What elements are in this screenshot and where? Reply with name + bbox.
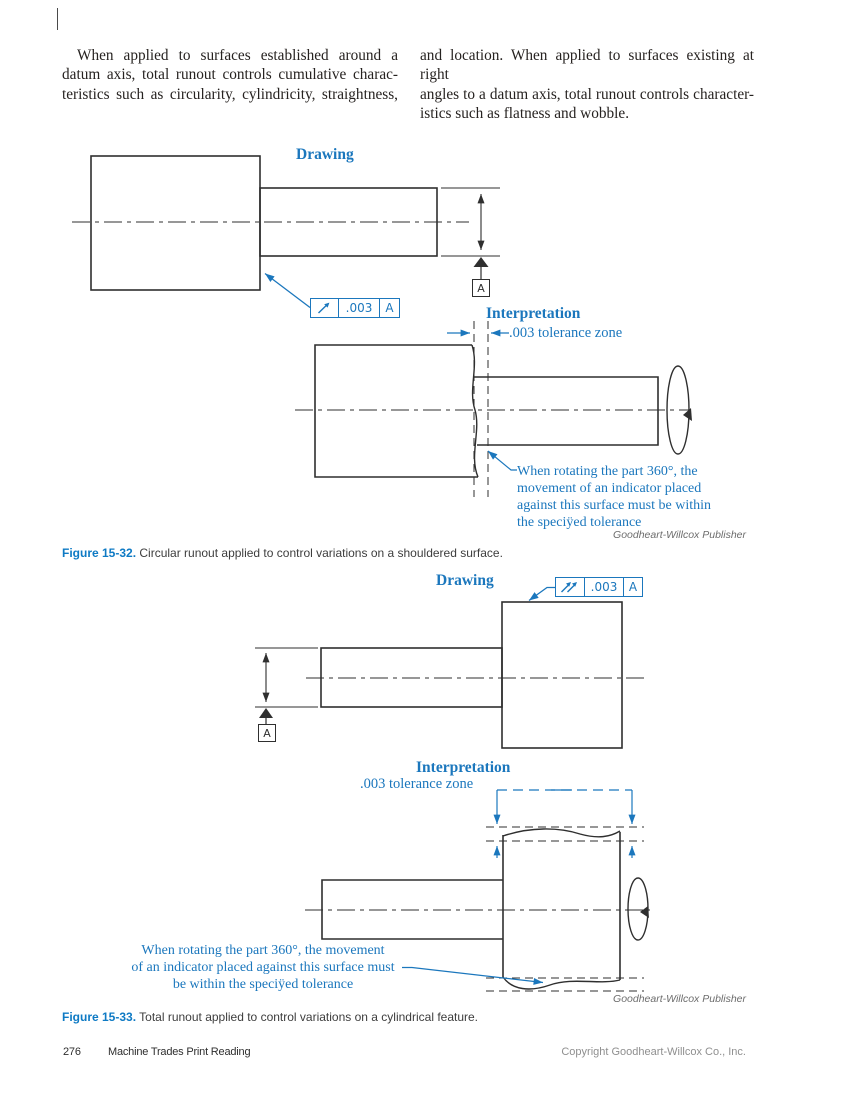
fig33-cylinder-block	[501, 601, 623, 749]
body-line: istics such as flatness and wobble.	[420, 104, 630, 122]
fig32-interpretation-leaders	[447, 329, 517, 471]
fig33i-rotation-arrow	[640, 906, 649, 918]
note-line: against this surface must be within	[517, 498, 712, 513]
body-line: angles to a datum axis, total runout con…	[420, 85, 754, 103]
fig33-drawing-leaders	[528, 586, 555, 602]
fig32-tolerance-zone-label: .003 tolerance zone	[509, 325, 623, 341]
fig33-drawing-art	[255, 601, 647, 749]
fcf-datum-reference: A	[379, 299, 399, 317]
copyright-notice: Copyright Goodheart-Willcox Co., Inc.	[561, 1046, 746, 1058]
datum-letter: A	[263, 726, 271, 740]
fig32-shoulder-block	[90, 155, 261, 291]
caption-text: Total runout applied to control variatio…	[136, 1010, 479, 1024]
caption-number: Figure 15-32.	[62, 546, 137, 560]
fig32i-shaft	[474, 376, 659, 446]
fcf-tolerance-value: .003	[338, 299, 379, 317]
fig33-interpretation-art	[305, 826, 650, 992]
fig32-interpretation-label: Interpretation	[486, 305, 581, 322]
fig32i-rotation-arrow	[683, 408, 692, 421]
fig33-interpretation-leaders	[402, 789, 636, 985]
body-paragraph-left: When applied to surfaces established aro…	[62, 46, 398, 104]
page-number: 276	[63, 1046, 81, 1058]
note-line: movement of an indicator placed	[517, 481, 702, 496]
note-line: be within the speciÿed tolerance	[172, 977, 354, 992]
fig33i-wavy-bottom-surface	[502, 976, 621, 990]
body-line: When applied to surfaces established aro…	[77, 47, 398, 64]
fig32-drawing-art	[72, 155, 500, 291]
fcf-tolerance-value: .003	[584, 578, 623, 596]
fig32-datum-box: A	[472, 279, 490, 297]
body-line: teristics such as circularity, cylindric…	[62, 85, 398, 103]
caption-number: Figure 15-33.	[62, 1010, 137, 1024]
fig32i-note-leader	[487, 450, 517, 471]
fig32-caption: Figure 15-32. Circular runout applied to…	[62, 546, 742, 560]
body-line: datum axis, total runout controls cumula…	[62, 66, 398, 84]
fig33-drawing-label: Drawing	[436, 572, 494, 589]
fig32-feature-control-frame: .003 A	[310, 298, 400, 318]
fig33-interpretation-label: Interpretation	[416, 759, 511, 776]
fig33i-wavy-top-surface	[502, 828, 621, 838]
fig33-tolerance-zone-label: .003 tolerance zone	[360, 776, 474, 792]
fig33-datum-triangle	[259, 708, 273, 718]
fig32-interpretation-art	[295, 321, 692, 497]
body-paragraph-right: and location. When applied to surfaces e…	[420, 46, 754, 123]
fcf-datum-reference: A	[623, 578, 642, 596]
fig32-publisher-credit: Goodheart-Willcox Publisher	[613, 529, 746, 541]
fig32-fcf-leader	[264, 272, 311, 309]
note-line: When rotating the part 360°, the	[517, 464, 698, 479]
fig33-publisher-credit: Goodheart-Willcox Publisher	[613, 993, 746, 1005]
fig32-datum-triangle	[473, 257, 489, 267]
fig33-note: When rotating the part 360°, the movemen…	[116, 942, 410, 993]
fig32-drawing-label: Drawing	[296, 146, 354, 163]
fig33-caption: Figure 15-33. Total runout applied to co…	[62, 1010, 742, 1024]
fig32-note: When rotating the part 360°, the movemen…	[517, 463, 769, 531]
datum-letter: A	[477, 281, 485, 295]
caption-text: Circular runout applied to control varia…	[136, 546, 503, 560]
note-line: the speciÿed tolerance	[517, 515, 642, 530]
fig32-drawing-leaders	[264, 272, 311, 309]
fig33-fcf-leader	[528, 586, 555, 602]
book-title: Machine Trades Print Reading	[108, 1046, 251, 1058]
circular-runout-icon	[311, 299, 338, 317]
note-line: of an indicator placed against this surf…	[131, 960, 395, 975]
fig32i-shoulder-block	[314, 344, 478, 478]
fig33-datum-box: A	[258, 724, 276, 742]
fig32-shaft	[259, 187, 438, 257]
total-runout-icon	[556, 578, 584, 596]
fig33-feature-control-frame: .003 A	[555, 577, 643, 597]
note-line: When rotating the part 360°, the movemen…	[141, 943, 385, 958]
fig33i-note-leader	[402, 966, 544, 985]
fig32i-wavy-shoulder-face	[471, 344, 479, 478]
body-line: and location. When applied to surfaces e…	[420, 47, 754, 84]
